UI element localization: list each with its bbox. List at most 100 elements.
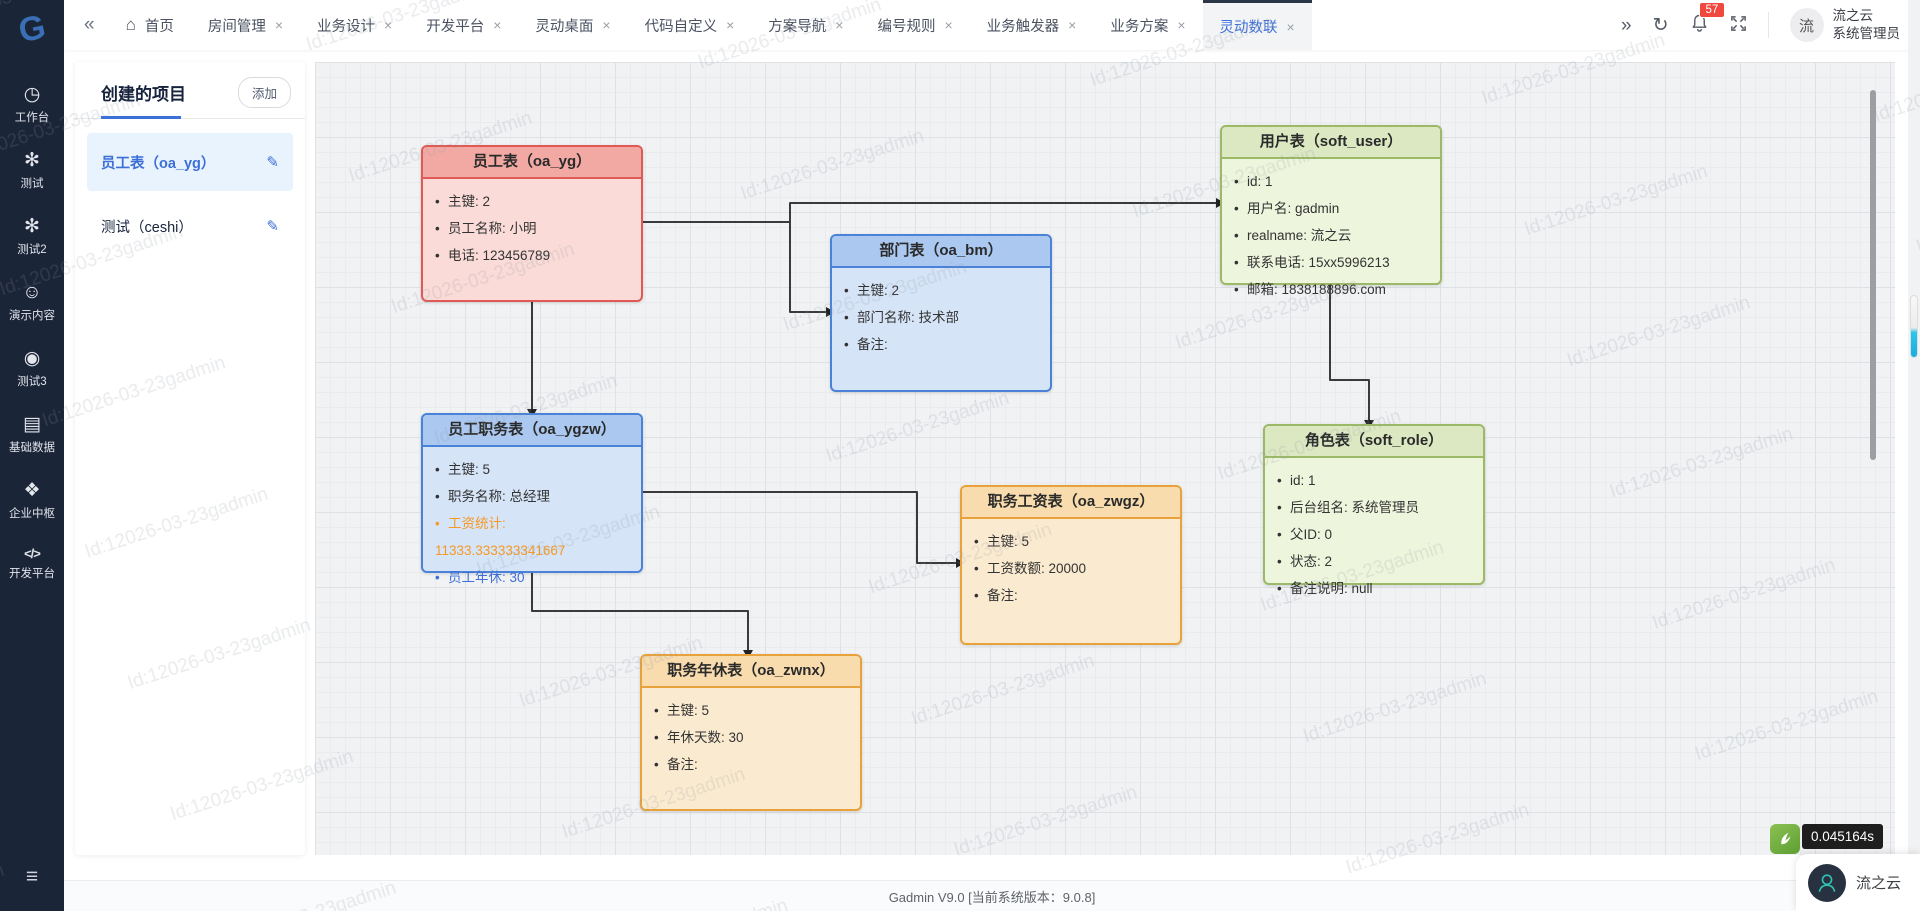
- tab-close-icon[interactable]: ×: [384, 17, 392, 33]
- field-text: id: 1: [1247, 168, 1273, 195]
- page-scrollbar[interactable]: [1908, 0, 1920, 911]
- tab-灵动数联[interactable]: 灵动数联 ×: [1203, 0, 1312, 50]
- notifications-button[interactable]: 57: [1690, 13, 1709, 38]
- user-menu[interactable]: 流 流之云 系统管理员: [1790, 7, 1901, 43]
- bullet: •: [435, 188, 448, 215]
- entity-title[interactable]: 角色表（soft_role）: [1265, 426, 1483, 458]
- user-name-block: 流之云 系统管理员: [1833, 7, 1901, 43]
- tab-close-icon[interactable]: ×: [493, 17, 501, 33]
- tab-编号规则[interactable]: 编号规则×: [860, 0, 969, 50]
- projects-panel: 创建的项目 添加 员工表（oa_yg）✎测试（ceshi）✎: [75, 62, 305, 855]
- entity-title[interactable]: 职务年休表（oa_zwnx）: [642, 656, 860, 688]
- fullscreen-icon: [1730, 15, 1747, 32]
- fullscreen-button[interactable]: [1730, 15, 1747, 36]
- tab-业务触发器[interactable]: 业务触发器×: [970, 0, 1094, 50]
- tab-首页[interactable]: ⌂首页: [109, 0, 191, 50]
- tab-方案导航[interactable]: 方案导航×: [751, 0, 860, 50]
- sidebar-item-label: 开发平台: [9, 565, 55, 581]
- sidebar-item-测试2[interactable]: ✻测试2: [0, 204, 64, 270]
- corner-user-card[interactable]: 流之云: [1796, 854, 1920, 911]
- tab-label: 代码自定义: [645, 15, 718, 36]
- project-item[interactable]: 测试（ceshi）✎: [87, 197, 293, 255]
- tab-label: 灵动桌面: [535, 15, 593, 36]
- add-project-button[interactable]: 添加: [238, 77, 291, 108]
- entity-oa_ygzw[interactable]: 员工职务表（oa_ygzw）•主键: 5•职务名称: 总经理•工资统计:1133…: [421, 413, 643, 573]
- entity-field: •主键: 5: [974, 528, 1168, 555]
- project-item[interactable]: 员工表（oa_yg）✎: [87, 133, 293, 191]
- er-diagram-canvas[interactable]: 员工表（oa_yg）•主键: 2•员工名称: 小明•电话: 123456789 部…: [315, 62, 1895, 855]
- app-logo[interactable]: G: [0, 0, 64, 58]
- bullet: •: [654, 751, 667, 778]
- entity-field: •工资统计:: [435, 510, 629, 537]
- avatar: 流: [1790, 8, 1824, 42]
- sidebar-collapse-icon[interactable]: ≡: [0, 849, 64, 911]
- field-text: 员工名称: 小明: [448, 215, 537, 242]
- tab-label: 灵动数联: [1220, 16, 1278, 37]
- edit-pencil-icon[interactable]: ✎: [266, 153, 279, 171]
- entity-fields: •id: 1•用户名: gadmin•realname: 流之云•联系电话: 1…: [1222, 159, 1440, 312]
- entity-fields: •id: 1•后台组名: 系统管理员•父ID: 0•状态: 2•备注说明: nu…: [1265, 458, 1483, 611]
- entity-title[interactable]: 用户表（soft_user）: [1222, 127, 1440, 159]
- bullet: •: [974, 582, 987, 609]
- tab-业务方案[interactable]: 业务方案×: [1093, 0, 1202, 50]
- gauge-icon: ◷: [24, 85, 41, 104]
- entity-soft_user[interactable]: 用户表（soft_user）•id: 1•用户名: gadmin•realnam…: [1220, 125, 1442, 285]
- tab-close-icon[interactable]: ×: [1177, 17, 1185, 33]
- user-name: 流之云: [1833, 8, 1874, 23]
- blocks-icon: ❖: [23, 481, 40, 500]
- panel-divider: [75, 118, 305, 119]
- sidebar-item-开发平台[interactable]: </> 开发平台: [0, 534, 64, 594]
- edit-pencil-icon[interactable]: ✎: [266, 217, 279, 235]
- entity-fields: •主键: 2•部门名称: 技术部•备注:: [832, 268, 1050, 367]
- divider: [1768, 12, 1769, 38]
- sidebar-item-测试3[interactable]: ◉测试3: [0, 336, 64, 402]
- sidebar-item-工作台[interactable]: ◷工作台: [0, 72, 64, 138]
- entity-title[interactable]: 部门表（oa_bm）: [832, 236, 1050, 268]
- refresh-icon[interactable]: ↻: [1653, 16, 1669, 35]
- tab-代码自定义[interactable]: 代码自定义 ×: [628, 0, 752, 50]
- entity-oa_zwnx[interactable]: 职务年休表（oa_zwnx）•主键: 5•年休天数: 30•备注:: [640, 654, 862, 811]
- entity-title[interactable]: 员工职务表（oa_ygzw）: [423, 415, 641, 447]
- expand-tabs-icon[interactable]: »: [1621, 16, 1632, 35]
- snowflake-icon: ✻: [24, 217, 40, 236]
- sidebar-item-label: 基础数据: [9, 439, 55, 455]
- entity-soft_role[interactable]: 角色表（soft_role）•id: 1•后台组名: 系统管理员•父ID: 0•…: [1263, 424, 1485, 585]
- code-icon: </>: [24, 547, 40, 560]
- field-text: 11333.333333341667: [435, 537, 565, 564]
- tab-close-icon[interactable]: ×: [602, 17, 610, 33]
- tab-close-icon[interactable]: ×: [944, 17, 952, 33]
- tab-close-icon[interactable]: ×: [726, 17, 734, 33]
- bullet: •: [1234, 276, 1247, 303]
- tab-close-icon[interactable]: ×: [1068, 17, 1076, 33]
- sidebar-item-测试[interactable]: ✻测试: [0, 138, 64, 204]
- tab-业务设计[interactable]: 业务设计×: [300, 0, 409, 50]
- tab-开发平台[interactable]: 开发平台×: [409, 0, 518, 50]
- tab-close-icon[interactable]: ×: [1287, 19, 1295, 35]
- field-text: 工资数额: 20000: [987, 555, 1086, 582]
- entity-oa_yg[interactable]: 员工表（oa_yg）•主键: 2•员工名称: 小明•电话: 123456789: [421, 145, 643, 302]
- entity-title[interactable]: 员工表（oa_yg）: [423, 147, 641, 179]
- tab-close-icon[interactable]: ×: [835, 17, 843, 33]
- entity-fields: •主键: 2•员工名称: 小明•电话: 123456789: [423, 179, 641, 278]
- leaf-icon[interactable]: [1770, 824, 1800, 854]
- render-time-tooltip: 0.045164s: [1802, 824, 1883, 849]
- entity-oa_zwgz[interactable]: 职务工资表（oa_zwgz）•主键: 5•工资数额: 20000•备注:: [960, 485, 1182, 645]
- field-text: 父ID: 0: [1290, 521, 1332, 548]
- sidebar-item-企业中枢[interactable]: ❖企业中枢: [0, 468, 64, 534]
- tab-房间管理[interactable]: 房间管理×: [191, 0, 300, 50]
- tab-close-icon[interactable]: ×: [275, 17, 283, 33]
- field-text: 年休天数: 30: [667, 724, 744, 751]
- tab-灵动桌面[interactable]: 灵动桌面 ×: [518, 0, 627, 50]
- sidebar-item-基础数据[interactable]: ▤基础数据: [0, 402, 64, 468]
- entity-field: 11333.333333341667: [435, 537, 629, 564]
- entity-oa_bm[interactable]: 部门表（oa_bm）•主键: 2•部门名称: 技术部•备注:: [830, 234, 1052, 392]
- bullet: •: [1234, 168, 1247, 195]
- field-text: 状态: 2: [1290, 548, 1332, 575]
- sidebar-item-演示内容[interactable]: ☺演示内容: [0, 270, 64, 336]
- page-scrollbar-thumb[interactable]: [1910, 295, 1918, 358]
- canvas-scrollbar[interactable]: [1870, 90, 1876, 460]
- entity-title[interactable]: 职务工资表（oa_zwgz）: [962, 487, 1180, 519]
- bullet: •: [844, 277, 857, 304]
- entity-field: •备注:: [654, 751, 848, 778]
- collapse-left-icon[interactable]: «: [64, 14, 109, 36]
